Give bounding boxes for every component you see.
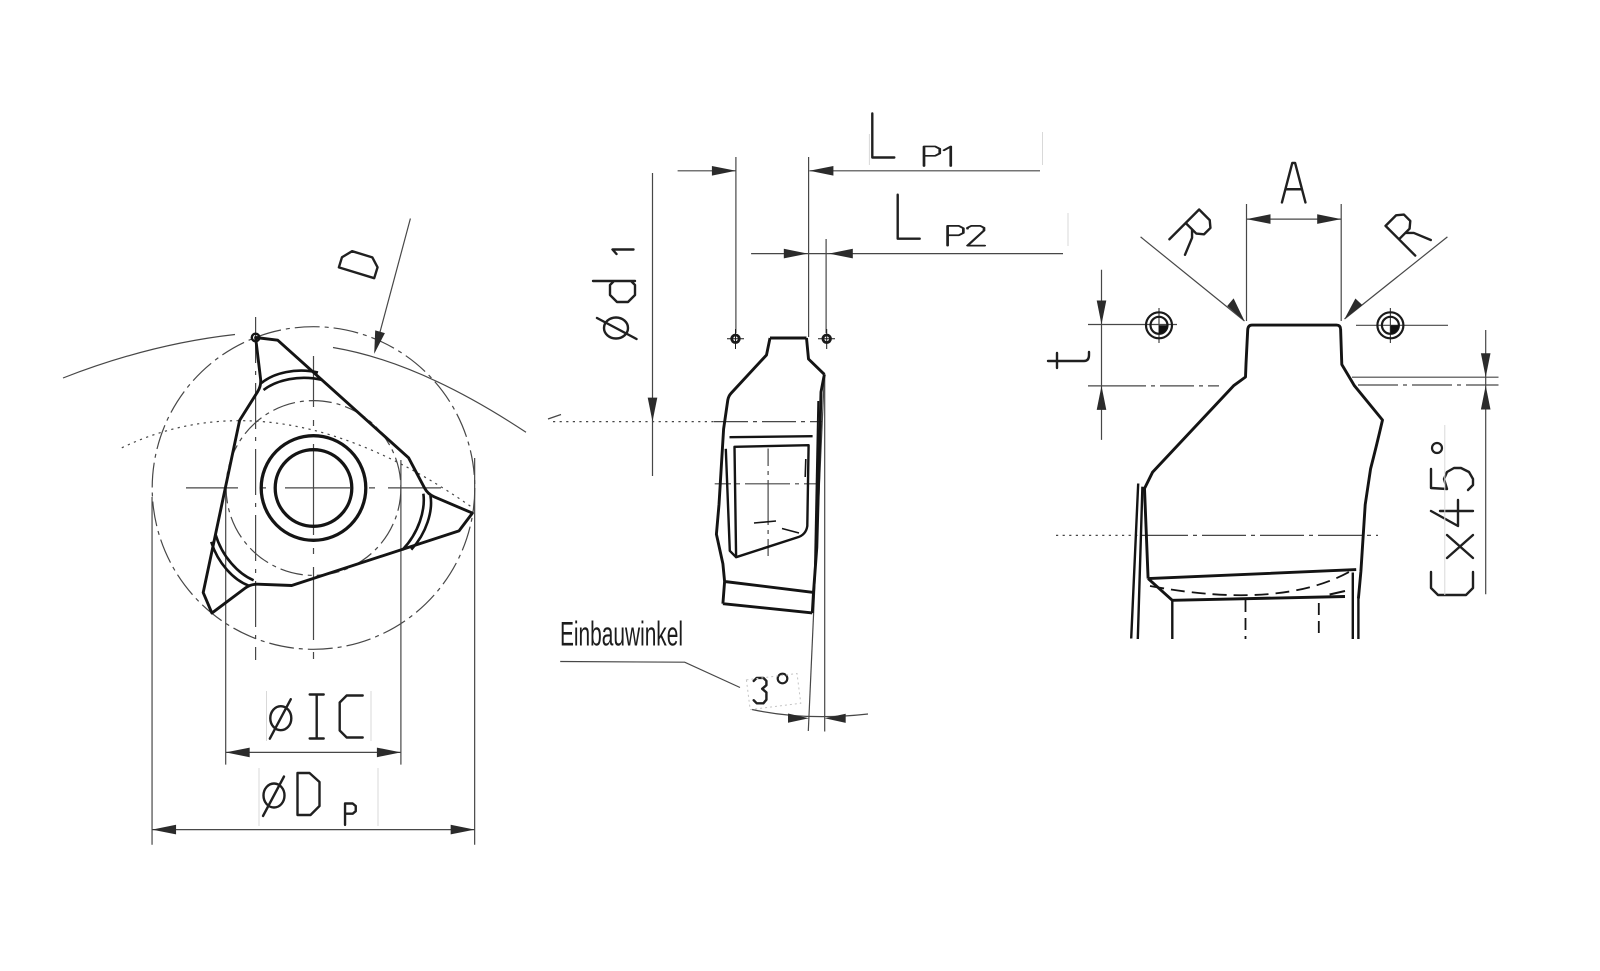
svg-text:Einbauwinkel: Einbauwinkel <box>560 616 683 654</box>
